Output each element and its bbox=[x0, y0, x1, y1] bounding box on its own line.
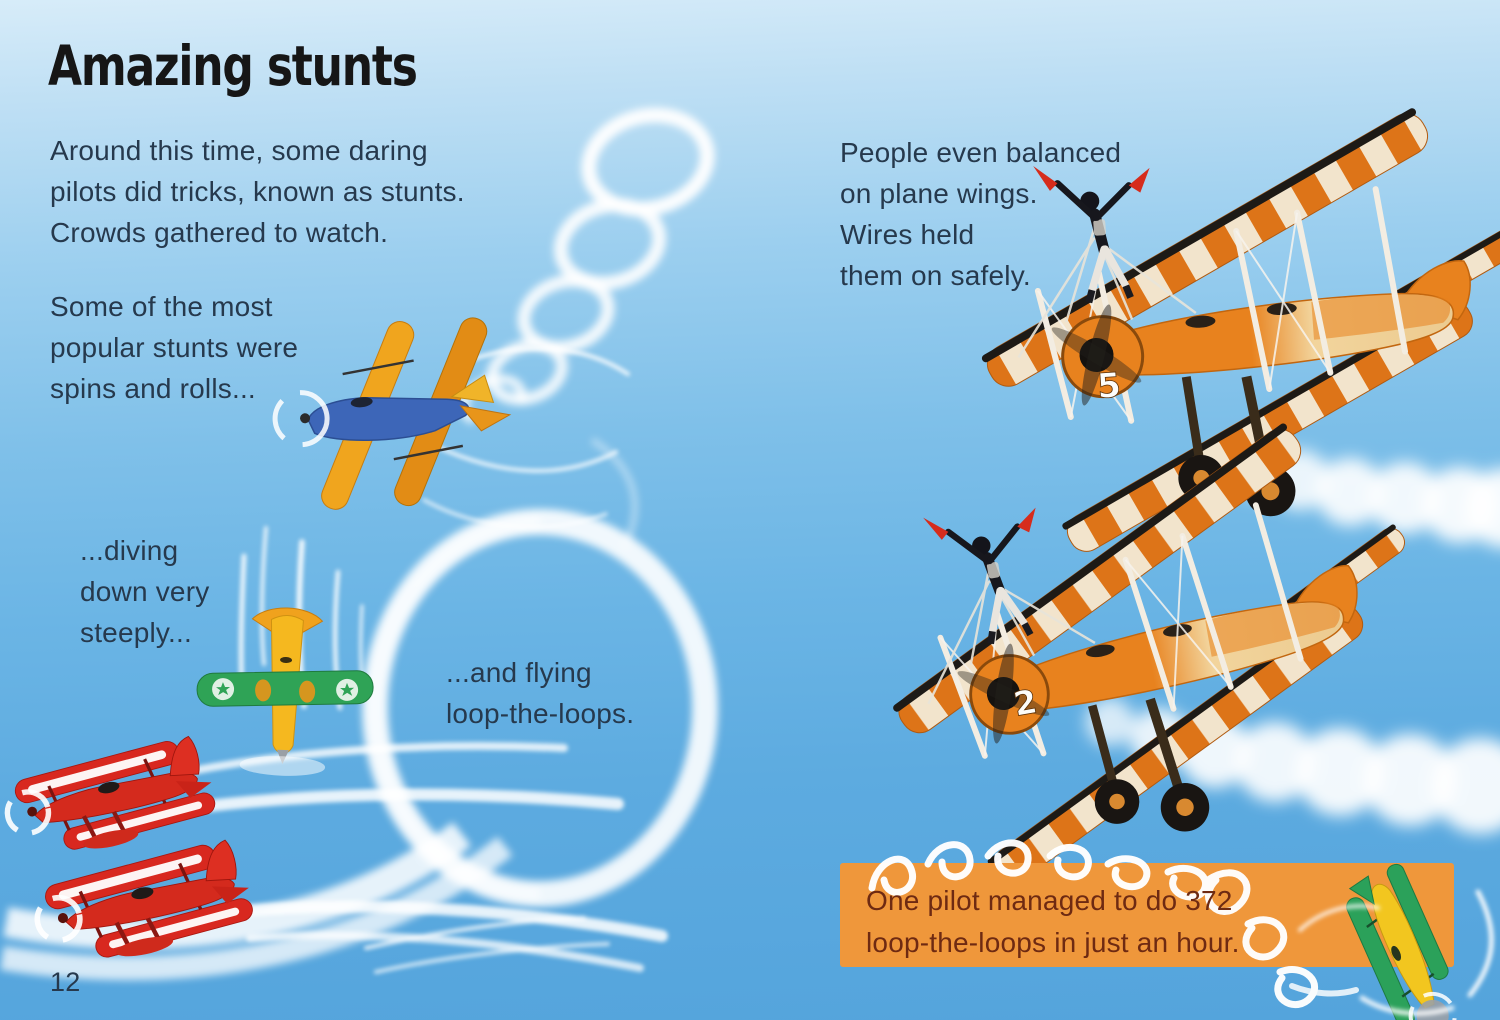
page-number: 12 bbox=[50, 967, 81, 997]
fact-box bbox=[840, 863, 1454, 967]
small-green-biplane-illustration bbox=[1346, 863, 1457, 1020]
red-planes-smoke-trails bbox=[182, 742, 668, 974]
small-plane-motion-arcs bbox=[1298, 889, 1494, 1016]
loops-caption: ...and flying loop-the-loops. bbox=[446, 657, 635, 729]
intro-paragraph: Around this time, some daring pilots did… bbox=[50, 135, 465, 248]
green-diving-plane-illustration bbox=[196, 607, 374, 776]
spiral-smoke-trail bbox=[458, 107, 715, 425]
yellow-biplane-illustration bbox=[272, 317, 512, 510]
diving-caption: ...diving down very steeply... bbox=[80, 535, 210, 648]
fact-box-text: One pilot managed to do 372 loop-the-loo… bbox=[866, 885, 1240, 958]
plane-1-number: 5 bbox=[1096, 365, 1122, 407]
stunts-paragraph: Some of the most popular stunts were spi… bbox=[50, 291, 299, 404]
wing-walkers-paragraph: People even balanced on plane wings. Wir… bbox=[840, 137, 1122, 291]
page-title: Amazing stunts bbox=[48, 34, 418, 98]
red-biplane-illustration-1 bbox=[0, 732, 220, 866]
photo-plane-2-smoke bbox=[1086, 698, 1500, 834]
doodle-smoke-trail bbox=[868, 839, 1359, 1009]
